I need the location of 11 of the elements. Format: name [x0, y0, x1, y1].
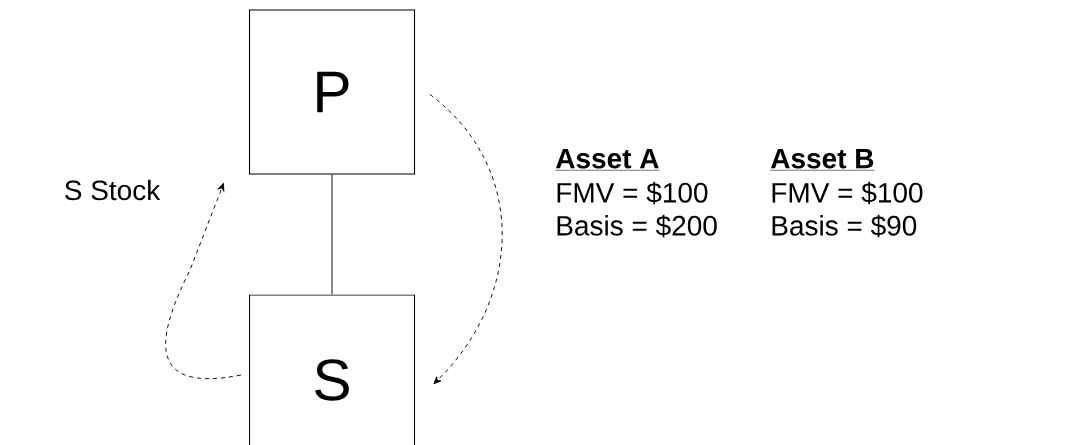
edge-label: S Stock — [62, 178, 162, 202]
value-text: FMV = $100 — [772, 181, 923, 205]
column-heading: Asset A — [555, 148, 660, 171]
entity-box: S — [248, 294, 416, 445]
value-text: Basis = $90 — [772, 214, 917, 238]
arrow — [429, 94, 503, 385]
value-text: Basis = $200 — [557, 214, 717, 238]
entity-box: P — [248, 9, 416, 175]
column-heading: Asset B — [770, 148, 875, 171]
arrow — [165, 183, 242, 379]
value-text: FMV = $100 — [557, 181, 708, 205]
